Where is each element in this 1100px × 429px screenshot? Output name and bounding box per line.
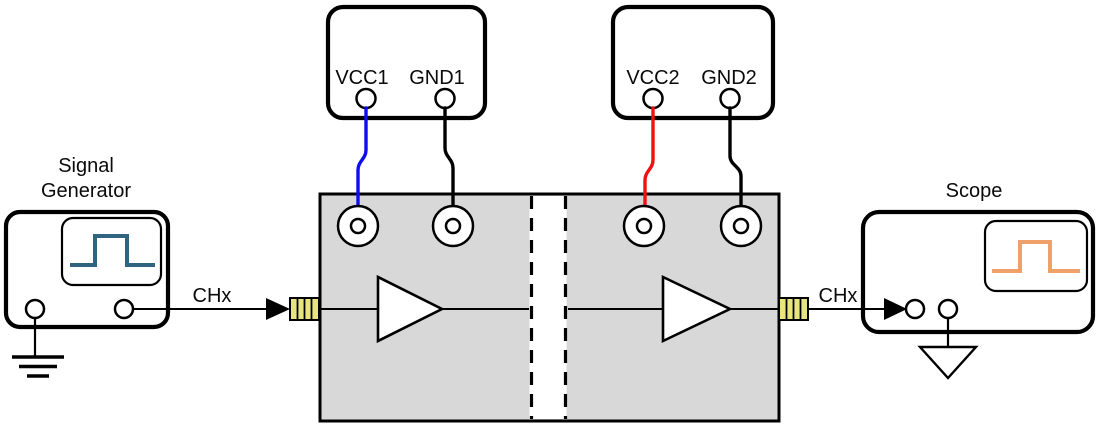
power-supply-1: VCC1 GND1 xyxy=(325,4,488,121)
scope-input-terminal xyxy=(904,298,926,320)
power-wires xyxy=(356,106,743,222)
output-signal-path: CHx xyxy=(808,285,979,380)
gnd2-wire xyxy=(728,106,743,222)
vcc1-terminal xyxy=(355,87,377,110)
dut-terminal-vcc2 xyxy=(622,204,666,248)
sma-connector-output xyxy=(778,297,809,321)
scope-title: Scope xyxy=(946,180,1003,202)
scope-screen xyxy=(983,219,1089,293)
signal-generator-ground-terminal xyxy=(24,298,46,320)
power-supply-1-box xyxy=(325,4,488,121)
signal-generator: Signal Generator xyxy=(3,155,171,378)
power-supply-2: VCC2 GND2 xyxy=(610,4,776,121)
gnd1-wire xyxy=(443,106,455,222)
dut-terminals xyxy=(336,204,763,248)
gnd2-terminal xyxy=(719,87,741,110)
amplifier-symbol-input-side xyxy=(376,274,445,344)
signal-generator-title-line1: Signal xyxy=(58,155,114,177)
vcc1-label: VCC1 xyxy=(335,67,388,89)
arrowhead-icon xyxy=(266,298,290,320)
vcc2-wire xyxy=(643,106,655,222)
gnd1-terminal xyxy=(434,87,456,110)
arrowhead-icon xyxy=(884,298,907,320)
earth-ground-icon xyxy=(12,318,64,378)
pulse-waveform-icon xyxy=(992,240,1080,273)
signal-generator-output-terminal xyxy=(113,298,135,320)
gnd2-label: GND2 xyxy=(701,67,757,89)
output-channel-label: CHx xyxy=(819,285,858,307)
pulse-waveform-icon xyxy=(70,234,155,267)
gnd1-label: GND1 xyxy=(409,67,465,89)
dut-terminal-gnd1 xyxy=(431,204,475,248)
isolation-gap xyxy=(529,196,567,419)
vcc2-terminal xyxy=(642,87,664,110)
dut-board xyxy=(289,192,809,423)
vcc2-label: VCC2 xyxy=(626,67,679,89)
input-signal-path: CHx xyxy=(133,285,290,320)
signal-generator-title-line2: Generator xyxy=(41,180,131,202)
signal-generator-screen xyxy=(60,216,163,287)
dut-terminal-vcc1 xyxy=(336,204,380,248)
amplifier-symbol-output-side xyxy=(661,274,734,344)
power-supply-2-box xyxy=(610,4,776,121)
scope-ground-terminal xyxy=(937,298,959,320)
vcc1-wire xyxy=(356,106,368,222)
chassis-ground-icon xyxy=(917,318,979,380)
dut-terminal-gnd2 xyxy=(719,204,763,248)
input-channel-label: CHx xyxy=(193,285,232,307)
sma-connector-input xyxy=(289,297,320,321)
